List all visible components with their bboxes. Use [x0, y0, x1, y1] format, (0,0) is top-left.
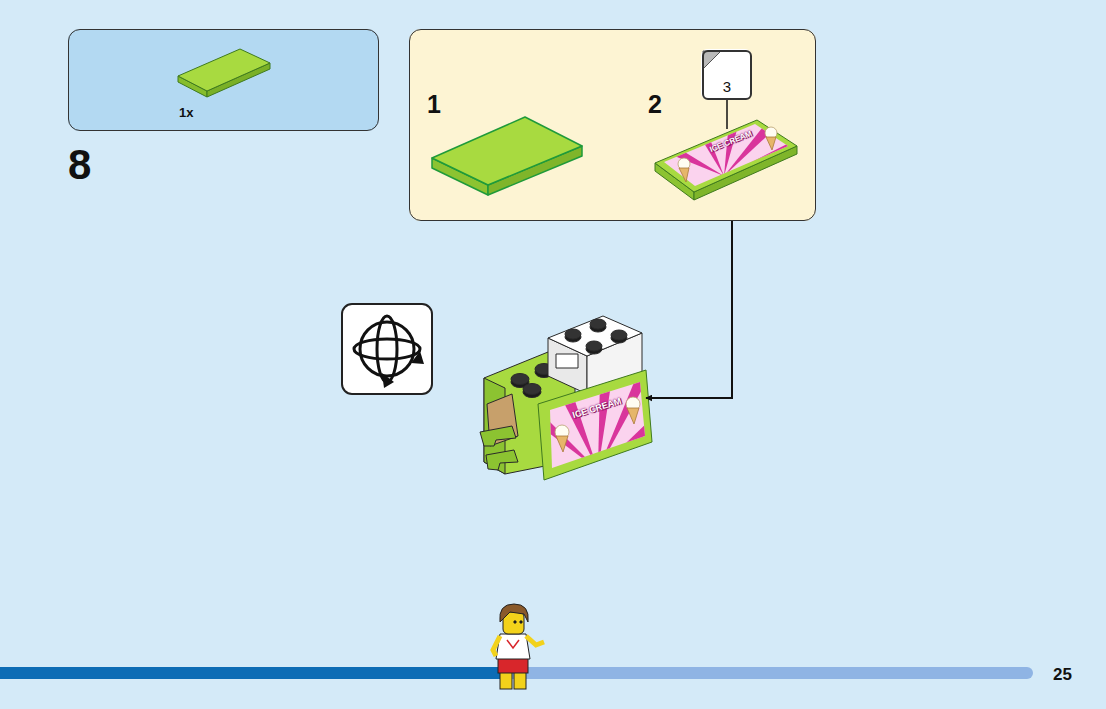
rotate-symbol	[342, 304, 432, 394]
page-curl-icon	[703, 51, 721, 69]
sticker-callout: 3	[702, 50, 752, 100]
parts-list-box: 1x	[68, 29, 379, 131]
substep-number: 2	[648, 92, 662, 117]
part-count: 1x	[179, 106, 193, 119]
leader-line	[726, 100, 728, 129]
progress-bar	[495, 667, 1033, 679]
substep-number: 1	[427, 92, 441, 117]
sticker-tile: ICE CREAM	[689, 129, 773, 157]
arrow-connector	[646, 221, 732, 398]
minifigure	[493, 604, 544, 689]
assembled-model	[480, 316, 652, 480]
parts-panel-fill	[68, 29, 379, 131]
sticker-number: 3	[704, 79, 750, 94]
sticker-callout-fill	[701, 49, 751, 99]
step-number: 8	[68, 144, 91, 186]
lime-tile	[178, 49, 270, 97]
sticker-text: ICE CREAM	[691, 123, 772, 162]
page-curl-icon	[703, 51, 721, 69]
progress-bar	[0, 667, 502, 679]
substep-panel-fill	[409, 29, 816, 221]
page-number: 25	[1053, 666, 1072, 683]
lime-tile	[432, 117, 582, 195]
sticker-text: ICE CREAM	[551, 390, 644, 426]
model-sticker: ICE CREAM	[550, 392, 644, 418]
substep-box: 1 2 3ICE CREAM	[409, 29, 816, 221]
